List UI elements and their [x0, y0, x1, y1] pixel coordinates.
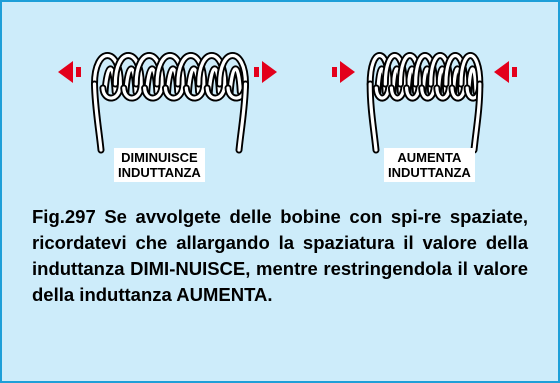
- coil-leg-left: [368, 82, 378, 152]
- figure-caption: Fig.297 Se avvolgete delle bobine con sp…: [32, 206, 528, 305]
- coil-spaced-icon: [90, 52, 250, 154]
- coil-diagram: [58, 52, 517, 154]
- arrow-left-inward-bar: [332, 67, 337, 77]
- arrows-group: [58, 61, 517, 83]
- coil-leg-right: [237, 82, 248, 152]
- arrow-left-outward-head: [58, 61, 73, 83]
- coil-label-increase: AUMENTA INDUTTANZA: [384, 148, 475, 182]
- coil-front-turn-5: [444, 53, 467, 100]
- coil-leg-right: [472, 82, 482, 152]
- coil-front-turn-1: [383, 53, 406, 100]
- coil-front-turn-4: [176, 54, 206, 100]
- coil-front-turn-3: [414, 53, 436, 100]
- coil-label-increase-line2: INDUTTANZA: [388, 165, 471, 180]
- coil-front-turn-4: [429, 53, 452, 100]
- coil-front-turn-3: [155, 54, 185, 100]
- coil-front-turn-0: [368, 53, 391, 100]
- coil-front-turn-0: [92, 54, 122, 100]
- coil-label-decrease: DIMINUISCE INDUTTANZA: [114, 148, 205, 182]
- coil-front-turn-1: [113, 54, 143, 100]
- arrow-right-outward-head: [262, 61, 277, 83]
- arrow-left-inward: [332, 61, 355, 83]
- coil-front-turn-2: [398, 53, 421, 100]
- arrow-right-outward-bar: [254, 67, 259, 77]
- coil-label-decrease-line1: DIMINUISCE: [121, 150, 198, 165]
- arrow-left-inward-head: [340, 61, 355, 83]
- arrow-right-inward-head: [494, 61, 509, 83]
- arrow-right-inward: [494, 61, 517, 83]
- arrow-right-inward-bar: [512, 67, 517, 77]
- coil-label-decrease-line2: INDUTTANZA: [118, 165, 201, 180]
- arrow-right-outward: [254, 61, 277, 83]
- coil-compressed-icon: [366, 52, 484, 154]
- arrow-left-outward-bar: [76, 67, 81, 77]
- coil-front-turn-5: [197, 54, 227, 100]
- coil-label-increase-line1: AUMENTA: [397, 150, 462, 165]
- coil-leg-left: [92, 82, 103, 152]
- coil-front-turn-2: [134, 54, 164, 100]
- arrow-left-outward: [58, 61, 81, 83]
- coil-front-turn-6: [218, 54, 248, 100]
